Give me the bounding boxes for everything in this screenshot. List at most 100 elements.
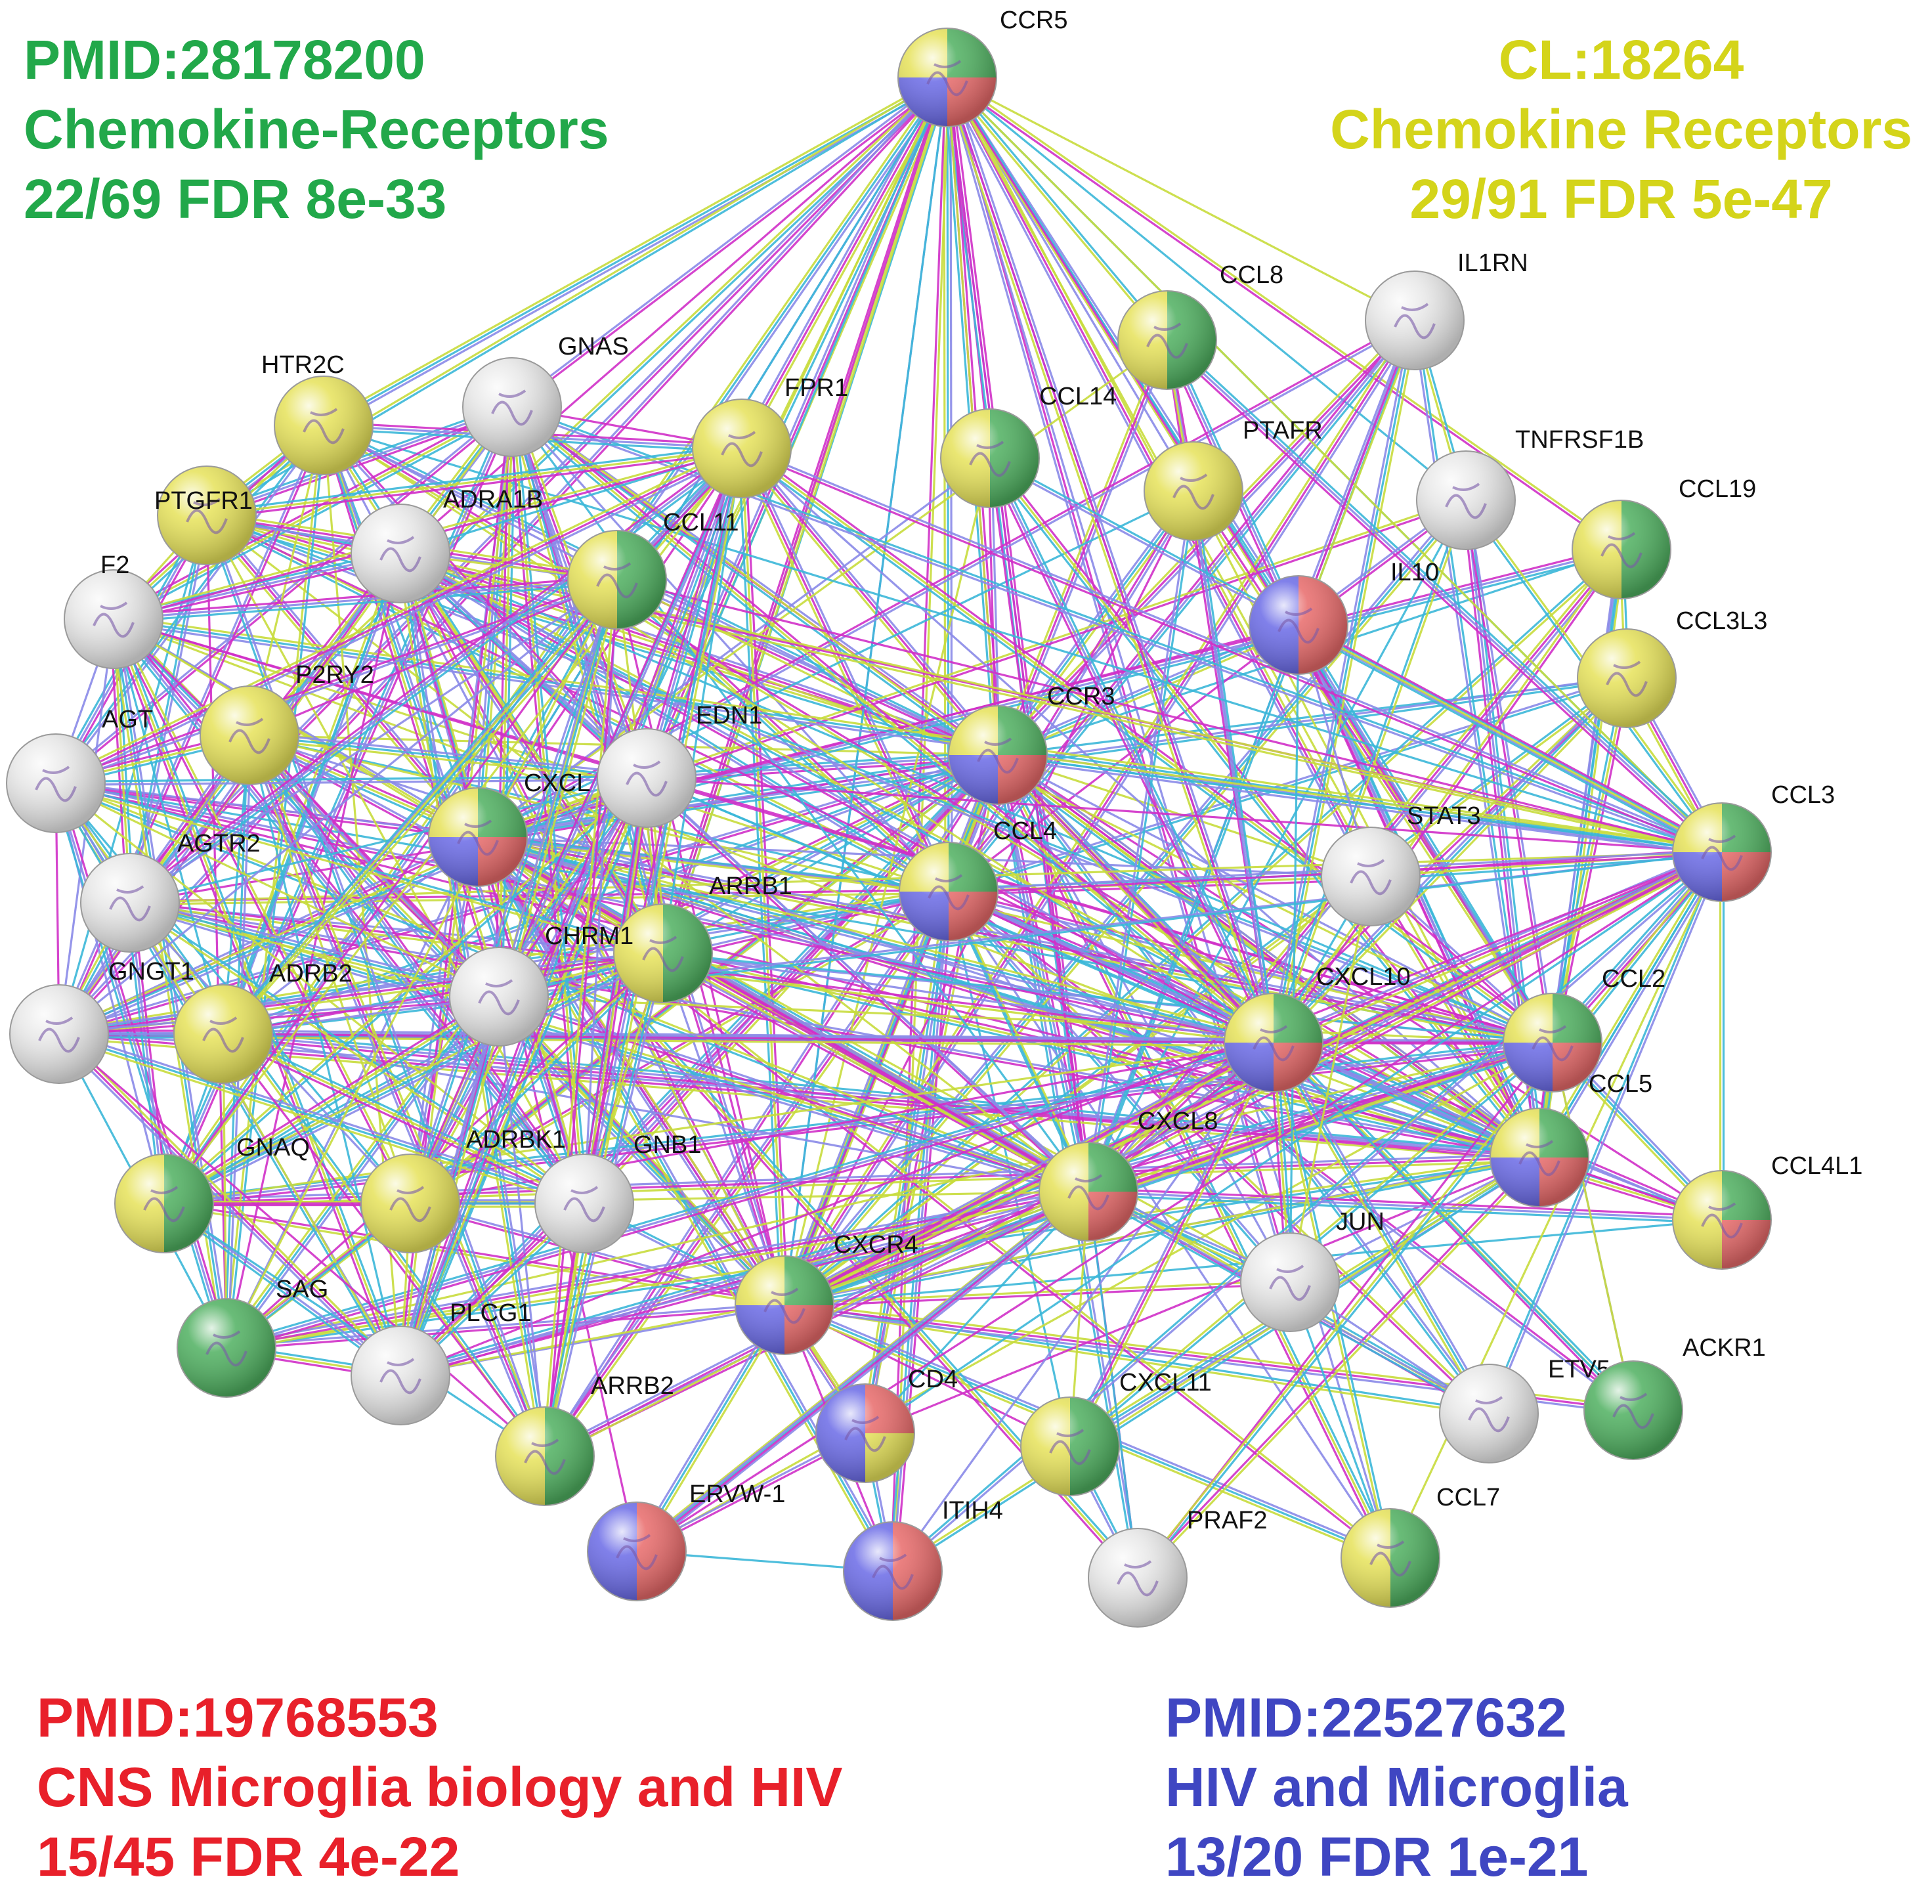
node-ccl4[interactable]: CCL4 <box>899 817 1057 941</box>
interaction-edge <box>661 953 1088 1194</box>
node-gloss <box>1321 827 1421 926</box>
node-gloss <box>1117 290 1217 390</box>
node-il10[interactable]: IL10 <box>1249 559 1439 675</box>
node-label: CCL8 <box>1220 261 1283 289</box>
interaction-edge <box>1088 851 1723 1193</box>
protein-structure-icon <box>1269 1265 1311 1301</box>
node-etv5[interactable]: ETV5 <box>1439 1356 1610 1463</box>
node-stat3[interactable]: STAT3 <box>1321 802 1481 926</box>
interaction-edge <box>111 619 410 1205</box>
node-ccr5[interactable]: CCR5 <box>897 7 1067 127</box>
node-praf2[interactable]: PRAF2 <box>1088 1507 1267 1628</box>
interaction-edge <box>738 450 997 758</box>
node-gnas[interactable]: GNAS <box>462 333 629 457</box>
protein-structure-icon <box>642 936 684 972</box>
node-agt[interactable]: AGT <box>6 706 153 833</box>
node-gloss <box>1672 802 1772 902</box>
interaction-edge <box>221 578 617 1034</box>
interaction-edge <box>636 1041 1553 1553</box>
node-arrb2[interactable]: ARRB2 <box>495 1372 674 1506</box>
node-edn1[interactable]: EDN1 <box>597 702 762 828</box>
node-label: HTR2C <box>261 351 345 379</box>
node-jun[interactable]: JUN <box>1240 1208 1385 1332</box>
interaction-edge <box>205 515 228 1349</box>
node-itih4[interactable]: ITIH4 <box>843 1497 1003 1621</box>
interaction-edge <box>893 1158 1541 1574</box>
node-gngt1[interactable]: GNGT1 <box>9 958 194 1084</box>
node-cxcl11[interactable]: CXCL11 <box>1020 1369 1212 1496</box>
node-ccl5[interactable]: CCL5 <box>1490 1070 1652 1207</box>
node-il1rn[interactable]: IL1RN <box>1365 249 1528 370</box>
protein-structure-icon <box>228 718 270 754</box>
node-ccl14[interactable]: CCL14 <box>940 383 1117 508</box>
protein-structure-icon <box>35 766 77 802</box>
interaction-edge <box>219 552 398 1033</box>
node-adrb2[interactable]: ADRB2 <box>173 960 353 1084</box>
interaction-edge <box>410 892 951 1206</box>
interaction-edge <box>999 752 1277 1041</box>
annotation-bottom-right-id: PMID:22527632 <box>1165 1687 1567 1748</box>
annotation-top-left: PMID:28178200 Chemokine-Receptors 22/69 … <box>24 25 609 234</box>
node-label: CCL2 <box>1602 965 1665 993</box>
node-cxcl10[interactable]: CXCL10 <box>1224 963 1411 1093</box>
interaction-edge <box>129 578 618 904</box>
node-ccl7[interactable]: CCL7 <box>1341 1484 1500 1608</box>
node-ccl4l1[interactable]: CCL4L1 <box>1672 1152 1862 1270</box>
node-plcg1[interactable]: PLCG1 <box>351 1299 532 1425</box>
node-gnaq[interactable]: GNAQ <box>114 1134 310 1253</box>
interaction-edge <box>744 446 953 891</box>
interaction-edge <box>1275 1040 1493 1413</box>
node-ptgfr1[interactable]: PTGFR1 <box>154 465 257 565</box>
node-cxcr4[interactable]: CXCR4 <box>735 1231 918 1355</box>
interaction-edge <box>223 1033 1089 1193</box>
protein-structure-icon <box>379 536 421 573</box>
node-gloss <box>567 530 667 630</box>
node-label: CCL5 <box>1589 1070 1652 1098</box>
node-ccl8[interactable]: CCL8 <box>1117 261 1283 390</box>
node-label: EDN1 <box>696 702 762 729</box>
node-chrm1[interactable]: CHRM1 <box>449 922 633 1047</box>
node-p2ry2[interactable]: P2RY2 <box>200 661 374 785</box>
node-fpr1[interactable]: FPR1 <box>692 374 848 498</box>
node-cxcl8[interactable]: CXCL8 <box>1039 1108 1218 1242</box>
node-adra1b[interactable]: ADRA1B <box>351 486 543 603</box>
node-cxcl[interactable]: CXCL <box>428 769 590 887</box>
node-gloss <box>173 984 273 1084</box>
interaction-edge <box>891 1155 1539 1571</box>
node-gloss <box>80 853 180 953</box>
node-label: CD4 <box>908 1366 958 1393</box>
interaction-edge <box>741 77 949 449</box>
node-ccr3[interactable]: CCR3 <box>948 683 1115 805</box>
protein-structure-icon <box>763 1287 805 1324</box>
node-arrb1[interactable]: ARRB1 <box>613 873 792 1003</box>
node-gloss <box>274 376 374 475</box>
interaction-edge <box>223 1036 1274 1047</box>
node-ptafr[interactable]: PTAFR <box>1144 417 1323 541</box>
node-ccl11[interactable]: CCL11 <box>567 509 739 630</box>
node-gloss <box>351 1326 450 1425</box>
node-ccl3[interactable]: CCL3 <box>1672 781 1835 902</box>
interaction-edge <box>55 782 500 998</box>
node-gnb1[interactable]: GNB1 <box>534 1131 701 1253</box>
node-label: FPR1 <box>784 374 848 402</box>
node-ackr1[interactable]: ACKR1 <box>1583 1334 1766 1460</box>
protein-structure-icon <box>478 979 520 1016</box>
node-ccl3l3[interactable]: CCL3L3 <box>1577 607 1767 728</box>
node-tnfrsf1b[interactable]: TNFRSF1B <box>1416 426 1644 550</box>
node-sag[interactable]: SAG <box>177 1276 328 1398</box>
interaction-edge <box>127 515 207 903</box>
node-ccl2[interactable]: CCL2 <box>1503 965 1665 1093</box>
node-htr2c[interactable]: HTR2C <box>261 351 374 475</box>
node-ervw-1[interactable]: ERVW-1 <box>587 1481 785 1601</box>
node-label: CCL3L3 <box>1676 607 1767 635</box>
interaction-edge <box>125 903 162 1204</box>
node-gloss <box>1439 1364 1539 1463</box>
node-agtr2[interactable]: AGTR2 <box>80 830 261 953</box>
node-ccl19[interactable]: CCL19 <box>1572 475 1756 599</box>
interaction-edge <box>226 1305 785 1351</box>
node-label: F2 <box>100 552 129 579</box>
node-cd4[interactable]: CD4 <box>815 1366 958 1483</box>
node-adrbk1[interactable]: ADRBK1 <box>360 1126 566 1253</box>
node-f2[interactable]: F2 <box>64 552 163 669</box>
node-label: ADRB2 <box>269 960 353 987</box>
